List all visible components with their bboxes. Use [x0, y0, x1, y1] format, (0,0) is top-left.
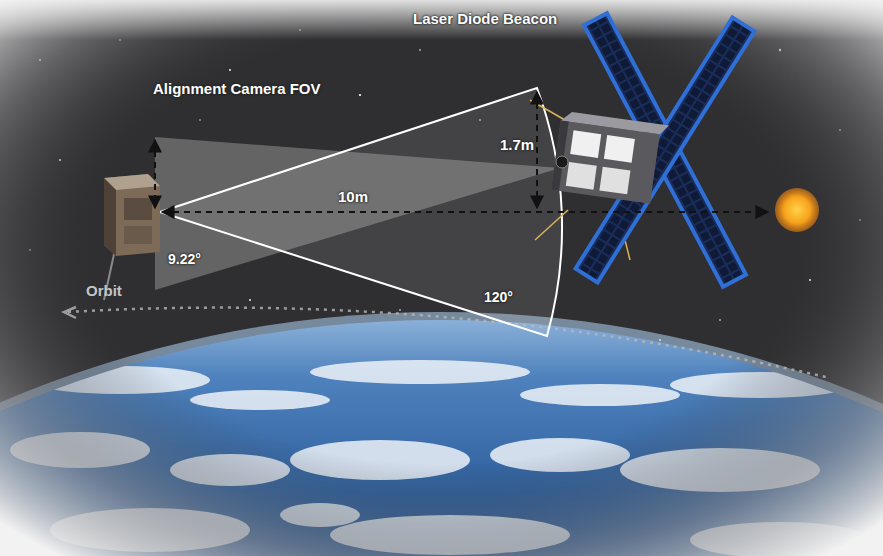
fov-label: Alignment Camera FOV [153, 80, 321, 98]
angle-label: 9.22° [168, 250, 201, 268]
dimension-label: 10m [338, 188, 368, 206]
beacon-label: Laser Diode Beacon [413, 10, 557, 28]
angle-label: 120° [484, 288, 513, 306]
dimension-label: 1.7m [500, 136, 534, 154]
orbit-label: Orbit [86, 282, 122, 300]
